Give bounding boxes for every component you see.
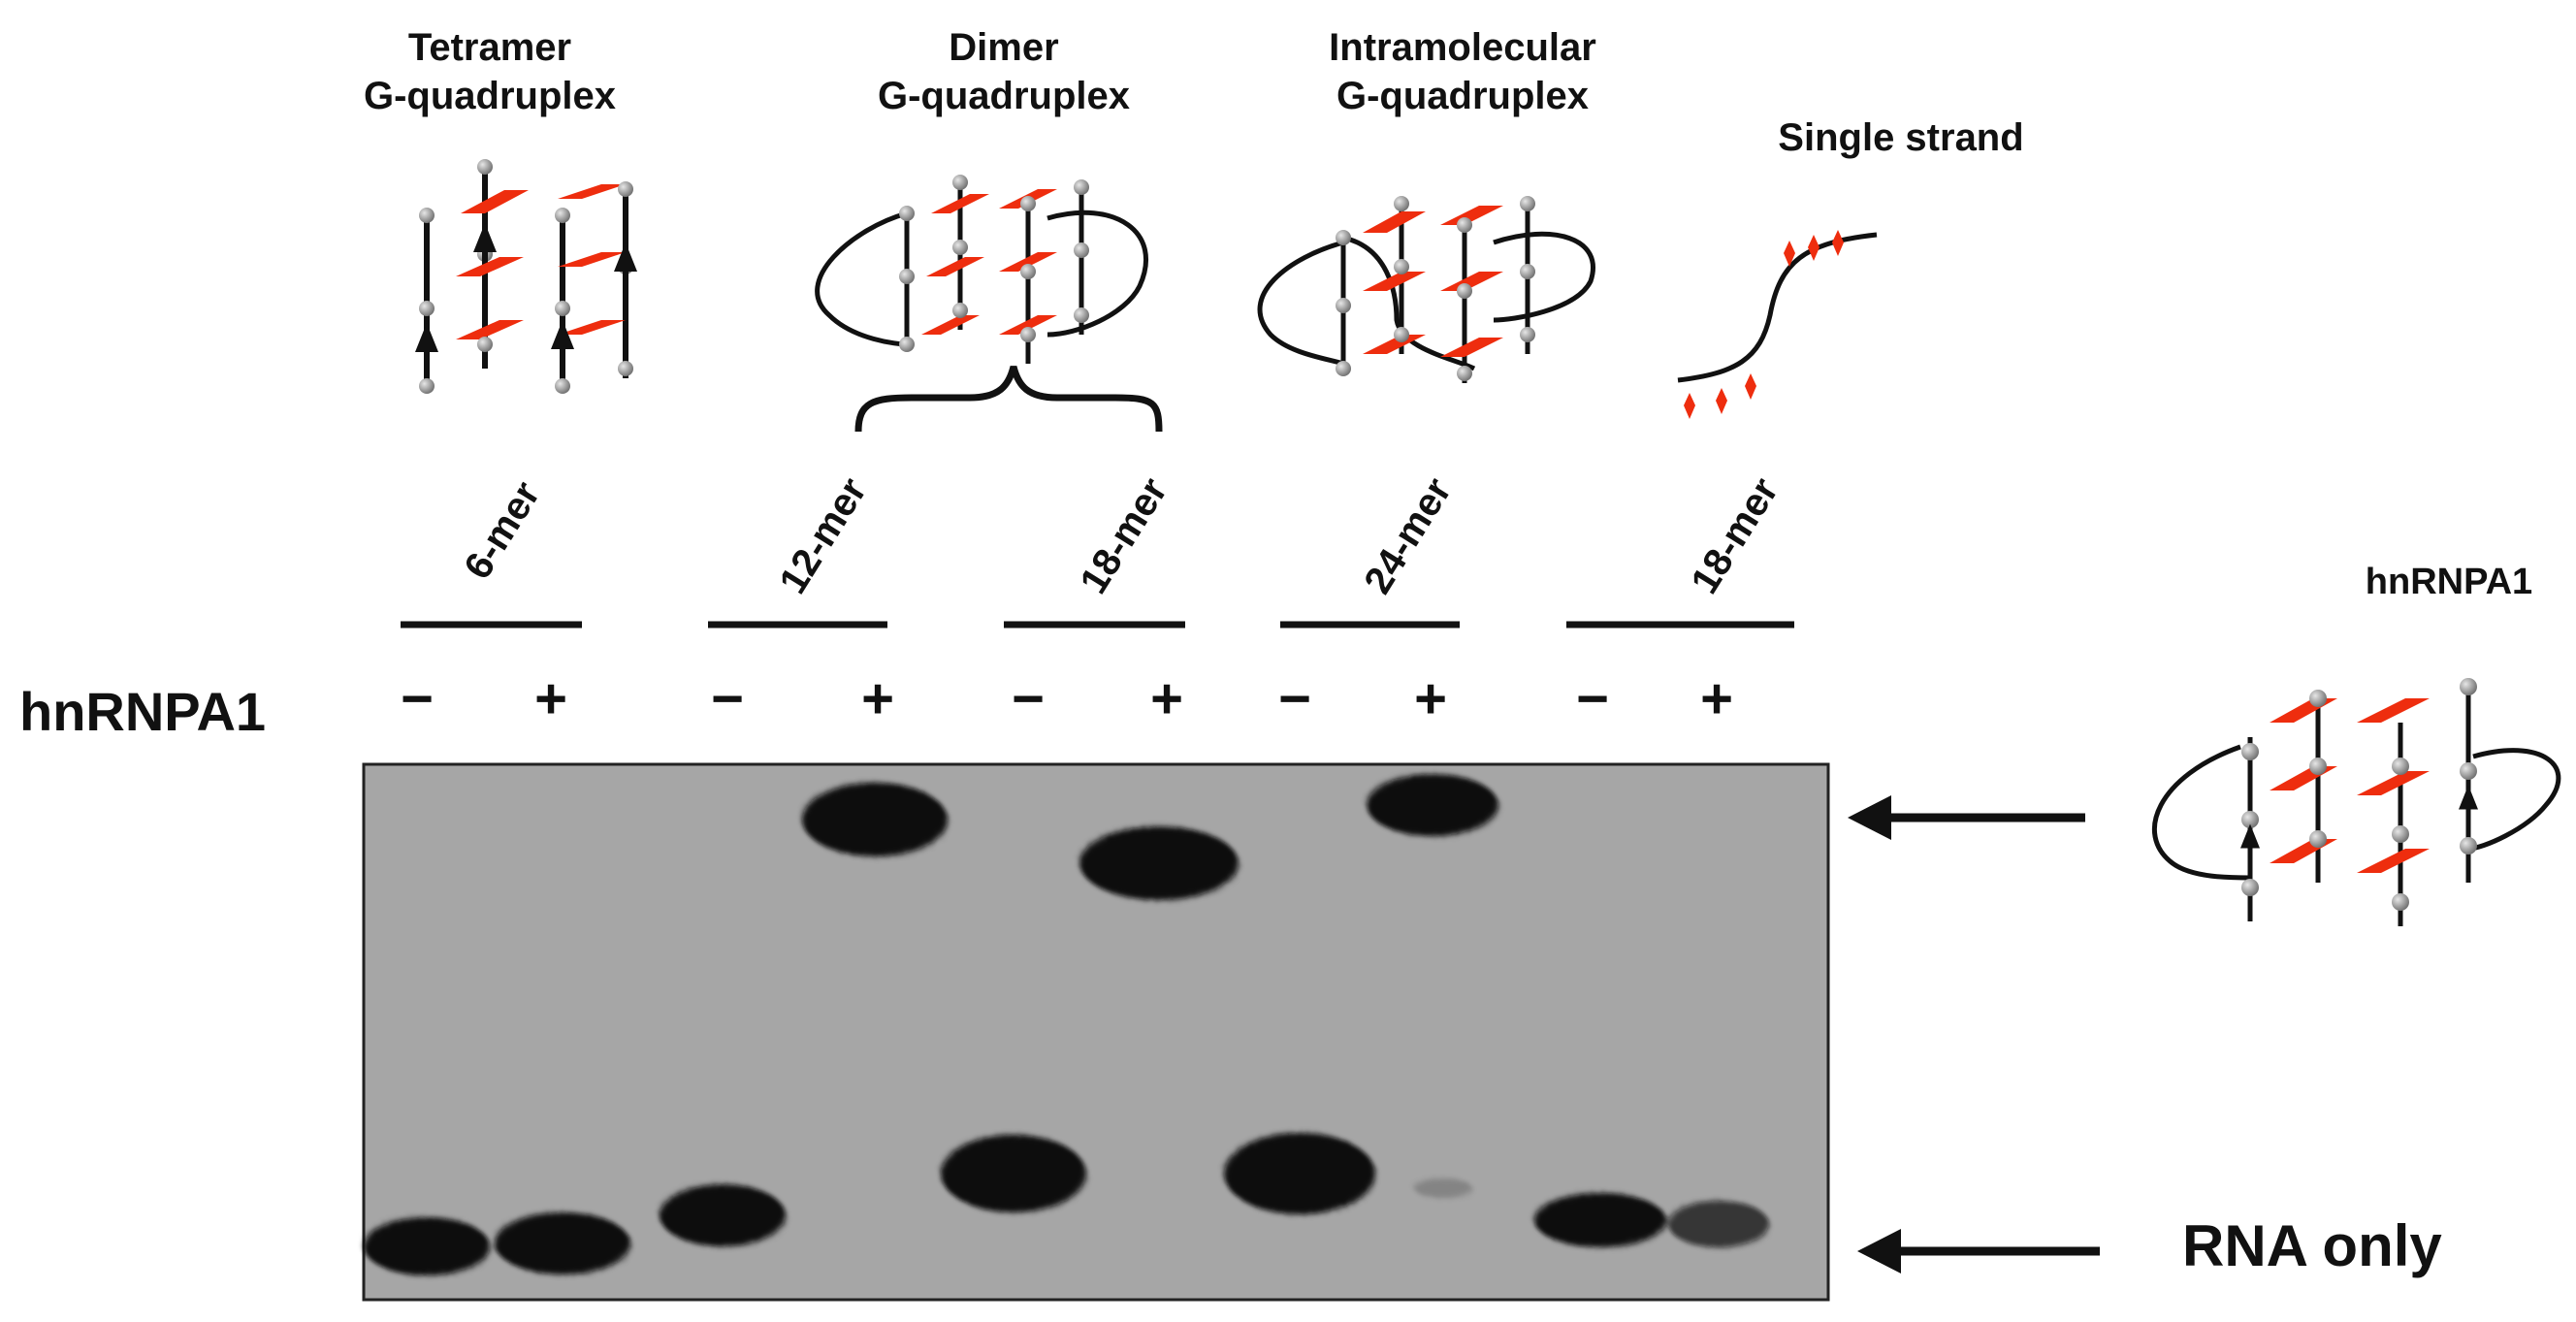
sign-plus-6mer: + [534,667,567,730]
lane-group-label-12mer: 12-mer [771,470,875,601]
free-band-24mer-plus [1414,1178,1472,1198]
lane-group-label-18mer: 18-mer [1072,470,1175,601]
complex-band-12mer-plus [802,783,948,856]
hnrnpa1-complex-diagram [2151,678,2561,926]
row-label-hnrnpa1: hnRNPA1 [19,681,266,742]
free-band-6mer-minus [364,1217,490,1275]
tetramer-gquadruplex-diagram [415,159,637,394]
svg-text:G-quadruplex: G-quadruplex [364,75,616,117]
free-band-18mer-minus [941,1135,1086,1212]
sign-plus-18mer: + [1150,667,1183,730]
sign-plus-12mer: + [861,667,894,730]
sign-minus-18mer-ss: − [1576,667,1609,730]
sign-plus-18mer-ss: + [1700,667,1733,730]
structure-title-tetramer: Tetramer G-quadruplex [364,26,616,117]
free-band-18mer-ss-minus [1534,1193,1666,1247]
lane-group-label-18mer-ss: 18-mer [1683,470,1787,601]
svg-text:G-quadruplex: G-quadruplex [1336,75,1589,117]
svg-text:Dimer: Dimer [949,26,1058,69]
sign-minus-18mer: − [1012,667,1045,730]
lane-group-label-24mer: 24-mer [1356,470,1460,601]
free-band-18mer-ss-plus [1668,1201,1769,1247]
svg-text:Intramolecular: Intramolecular [1329,26,1596,69]
svg-text:Tetramer: Tetramer [408,26,571,69]
complex-band-18mer-plus [1079,826,1239,900]
svg-text:G-quadruplex: G-quadruplex [878,75,1130,117]
dimer-gquadruplex-diagram [815,175,1148,364]
treatment-signs: − + − + − + − + − + [401,667,1733,730]
gel-image [362,762,1830,1302]
sign-plus-24mer: + [1414,667,1447,730]
intramolecular-gquadruplex-diagram [1257,196,1595,383]
rna-only-label: RNA only [2182,1213,2442,1278]
structure-title-single-strand: Single strand [1778,116,2023,159]
sign-minus-12mer: − [711,667,744,730]
structure-title-dimer: Dimer G-quadruplex [878,26,1130,117]
complex-arrow [1848,795,2085,840]
free-band-24mer-minus [1224,1133,1375,1214]
single-strand-diagram [1677,230,1878,419]
structure-title-intramolecular: Intramolecular G-quadruplex [1329,26,1596,117]
free-band-6mer-plus [495,1212,630,1274]
svg-text:Single strand: Single strand [1778,116,2023,159]
complex-band-24mer-plus [1367,774,1498,836]
sign-minus-24mer: − [1278,667,1311,730]
free-band-12mer-minus [660,1184,786,1246]
sign-minus-6mer: − [401,667,434,730]
dimer-brace [854,366,1163,433]
free-rna-arrow [1857,1229,2100,1274]
complex-label-hnrnpa1: hnRNPA1 [2366,562,2532,602]
lane-group-label-6mer: 6-mer [456,474,548,587]
